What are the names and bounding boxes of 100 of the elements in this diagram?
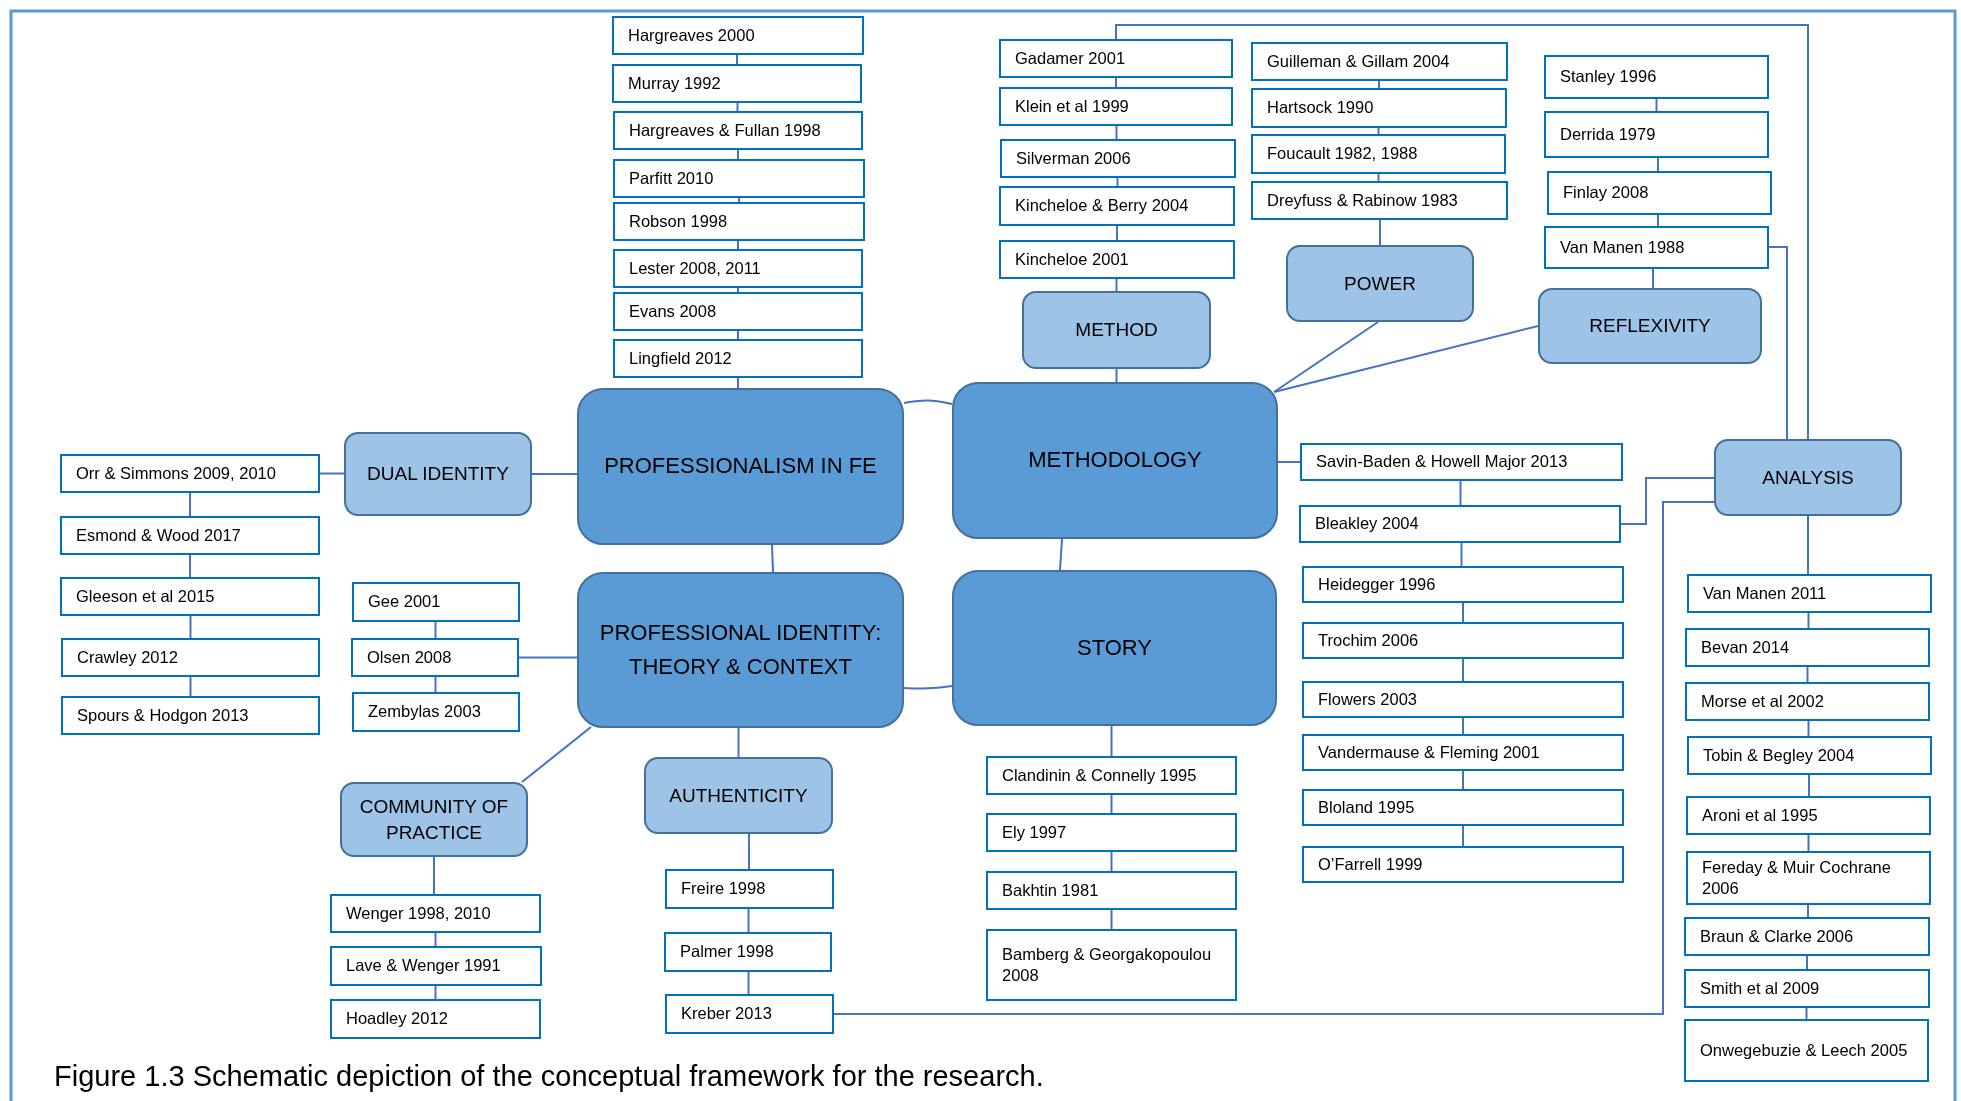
reference-box: Smith et al 2009: [1684, 969, 1930, 1008]
connector-line: [1807, 904, 1809, 918]
connector-line: [1115, 24, 1809, 440]
reference-box: Orr & Simmons 2009, 2010: [60, 454, 320, 493]
reference-box: Evans 2008: [613, 292, 863, 331]
reference-box: Kincheloe 2001: [999, 240, 1235, 279]
reference-box: Trochim 2006: [1302, 622, 1624, 659]
connector-line: [747, 971, 750, 995]
reference-box: Palmer 1998: [664, 932, 832, 972]
reference-box: Hartsock 1990: [1251, 88, 1507, 128]
connector-line: [1652, 268, 1654, 289]
reference-box: Bleakley 2004: [1299, 505, 1621, 543]
reference-box: Onwegebuzie & Leech 2005: [1684, 1019, 1929, 1082]
topic-box: PROFESSIONALISM IN FE: [577, 388, 904, 545]
reference-box: Lave & Wenger 1991: [330, 946, 542, 986]
connector-line: [1807, 612, 1810, 629]
reference-box: Clandinin & Connelly 1995: [986, 756, 1237, 795]
connector-line: [737, 240, 739, 250]
connector-line: [1115, 368, 1118, 383]
reference-box: Finlay 2008: [1547, 171, 1772, 215]
subtopic-box: ANALYSIS: [1714, 439, 1902, 516]
reference-box: Esmond & Wood 2017: [60, 516, 320, 555]
connector-line: [1462, 602, 1464, 623]
reference-box: Hoadley 2012: [330, 999, 541, 1039]
reference-box: Lester 2008, 2011: [613, 249, 863, 288]
connector-line: [1116, 177, 1119, 187]
subtopic-box: COMMUNITY OF PRACTICE: [340, 782, 528, 857]
reference-box: Freire 1998: [665, 869, 834, 909]
connector-line: [433, 856, 435, 895]
subtopic-box: METHOD: [1022, 291, 1211, 369]
connector-line: [1459, 480, 1462, 506]
subtopic-box: AUTHENTICITY: [644, 757, 833, 834]
connector-line: [518, 656, 578, 659]
reference-box: Bakhtin 1981: [986, 871, 1237, 910]
connector-line: [1807, 515, 1809, 575]
connector-line: [738, 197, 740, 203]
connector-line: [1620, 477, 1715, 525]
connector-line: [1115, 77, 1117, 88]
connector-line: [1462, 658, 1464, 682]
connector-line: [1462, 717, 1464, 735]
connector-line: [1379, 219, 1381, 246]
connector-line: [1378, 80, 1380, 89]
connector-line: [737, 149, 739, 160]
reference-box: Olsen 2008: [351, 638, 519, 677]
reference-box: Lingfield 2012: [613, 339, 863, 378]
reference-box: O’Farrell 1999: [1302, 846, 1624, 883]
connector-line: [189, 492, 191, 517]
connector-line: [1808, 774, 1810, 797]
connector-line: [771, 544, 774, 573]
subtopic-box: POWER: [1286, 245, 1474, 322]
reference-box: Robson 1998: [613, 202, 865, 241]
connector-line: [747, 908, 750, 933]
reference-box: Hargreaves 2000: [612, 16, 864, 55]
reference-box: Derrida 1979: [1544, 111, 1769, 158]
reference-box: Bamberg & Georgakopoulou 2008: [986, 929, 1237, 1001]
connector-line: [737, 377, 739, 389]
reference-box: Dreyfuss & Rabinow 1983: [1251, 181, 1508, 220]
connector-line: [1110, 794, 1113, 814]
connector-line: [1460, 542, 1463, 567]
connector-line: [736, 102, 739, 112]
topic-box: STORY: [952, 570, 1277, 726]
topic-box: METHODOLOGY: [952, 382, 1278, 539]
reference-box: Hargreaves & Fullan 1998: [613, 111, 863, 150]
connector-line: [1655, 98, 1658, 112]
connector-line: [1110, 725, 1113, 757]
reference-box: Gee 2001: [352, 582, 520, 622]
reference-box: Kreber 2013: [665, 994, 834, 1034]
subtopic-box: DUAL IDENTITY: [344, 432, 532, 516]
connector-line: [1110, 909, 1113, 930]
reference-box: Klein et al 1999: [999, 87, 1233, 126]
reference-box: Braun & Clarke 2006: [1684, 917, 1930, 956]
reference-box: Morse et al 2002: [1685, 682, 1930, 721]
connector-line: [1768, 246, 1788, 440]
connector-line: [434, 985, 437, 1000]
reference-box: Ely 1997: [986, 813, 1237, 852]
reference-box: Savin-Baden & Howell Major 2013: [1300, 443, 1623, 481]
reference-box: Van Manen 1988: [1544, 226, 1769, 269]
reference-box: Aroni et al 1995: [1686, 796, 1931, 835]
reference-box: Crawley 2012: [61, 638, 320, 677]
connector-line: [1657, 157, 1659, 172]
connector-line: [1462, 770, 1464, 790]
connector-line: [1807, 720, 1810, 737]
connector-line: [1273, 321, 1379, 393]
reference-box: Spours & Hodgon 2013: [61, 696, 320, 735]
connector-line: [748, 833, 750, 870]
connector-line: [434, 676, 437, 693]
connector-line: [1377, 127, 1380, 135]
reference-box: Stanley 1996: [1544, 55, 1769, 99]
reference-box: Gadamer 2001: [999, 39, 1233, 78]
reference-box: Murray 1992: [612, 64, 862, 103]
subtopic-box: REFLEXIVITY: [1538, 288, 1762, 364]
connector-line: [1115, 125, 1118, 140]
connector-line: [833, 501, 1715, 1015]
connector-line: [531, 473, 578, 475]
connector-line: [521, 726, 592, 783]
reference-box: Flowers 2003: [1302, 681, 1624, 718]
reference-box: Heidegger 1996: [1302, 566, 1624, 603]
reference-box: Kincheloe & Berry 2004: [999, 186, 1235, 226]
connector-line: [1657, 214, 1659, 227]
reference-box: Wenger 1998, 2010: [330, 894, 541, 933]
